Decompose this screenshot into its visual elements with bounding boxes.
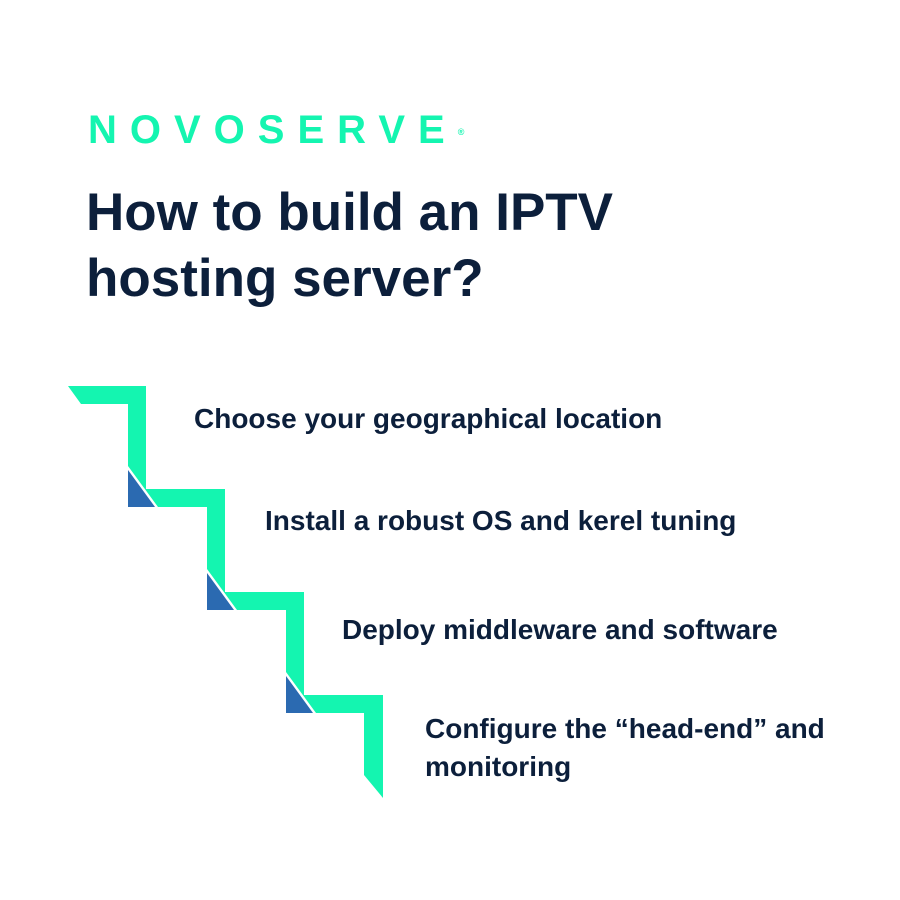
step-1: Choose your geographical location <box>194 403 663 434</box>
corner-triangle <box>207 573 234 610</box>
step-4: Configure the “head-end” and monitoring <box>425 713 825 782</box>
logo-text: NOVOSERVE <box>88 108 458 152</box>
step-2: Install a robust OS and kerel tuning <box>265 505 737 536</box>
registered-mark: ® <box>457 127 465 137</box>
novoserve-logo: NOVOSERVE® <box>88 108 464 152</box>
corner-triangle <box>128 470 155 507</box>
step-3: Deploy middleware and software <box>342 614 778 645</box>
staircase-path <box>68 386 383 798</box>
corner-triangle <box>286 676 313 713</box>
page-title: How to build an IPTV hosting server? <box>86 183 614 308</box>
